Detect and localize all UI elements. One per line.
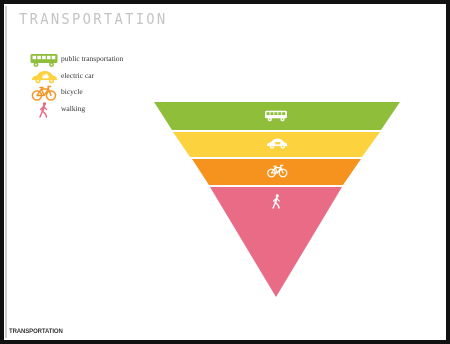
legend-label: electric car <box>61 71 95 80</box>
footer-label: TRANSPORTATION <box>9 329 63 335</box>
car-icon <box>32 71 57 84</box>
legend-label: walking <box>61 104 86 113</box>
left-divider <box>5 6 7 338</box>
bus-icon <box>265 110 287 122</box>
walking-icon <box>272 194 280 209</box>
bus-icon <box>30 54 58 67</box>
pyramid-level-walking <box>210 187 342 297</box>
legend-label: bicycle <box>61 87 83 96</box>
page-title: TRANSPORTATION <box>19 10 168 28</box>
bicycle-icon <box>267 164 288 178</box>
bicycle-icon <box>31 85 57 101</box>
walking-icon <box>39 102 48 118</box>
legend-label: public transportation <box>61 54 124 63</box>
car-icon <box>267 138 288 149</box>
